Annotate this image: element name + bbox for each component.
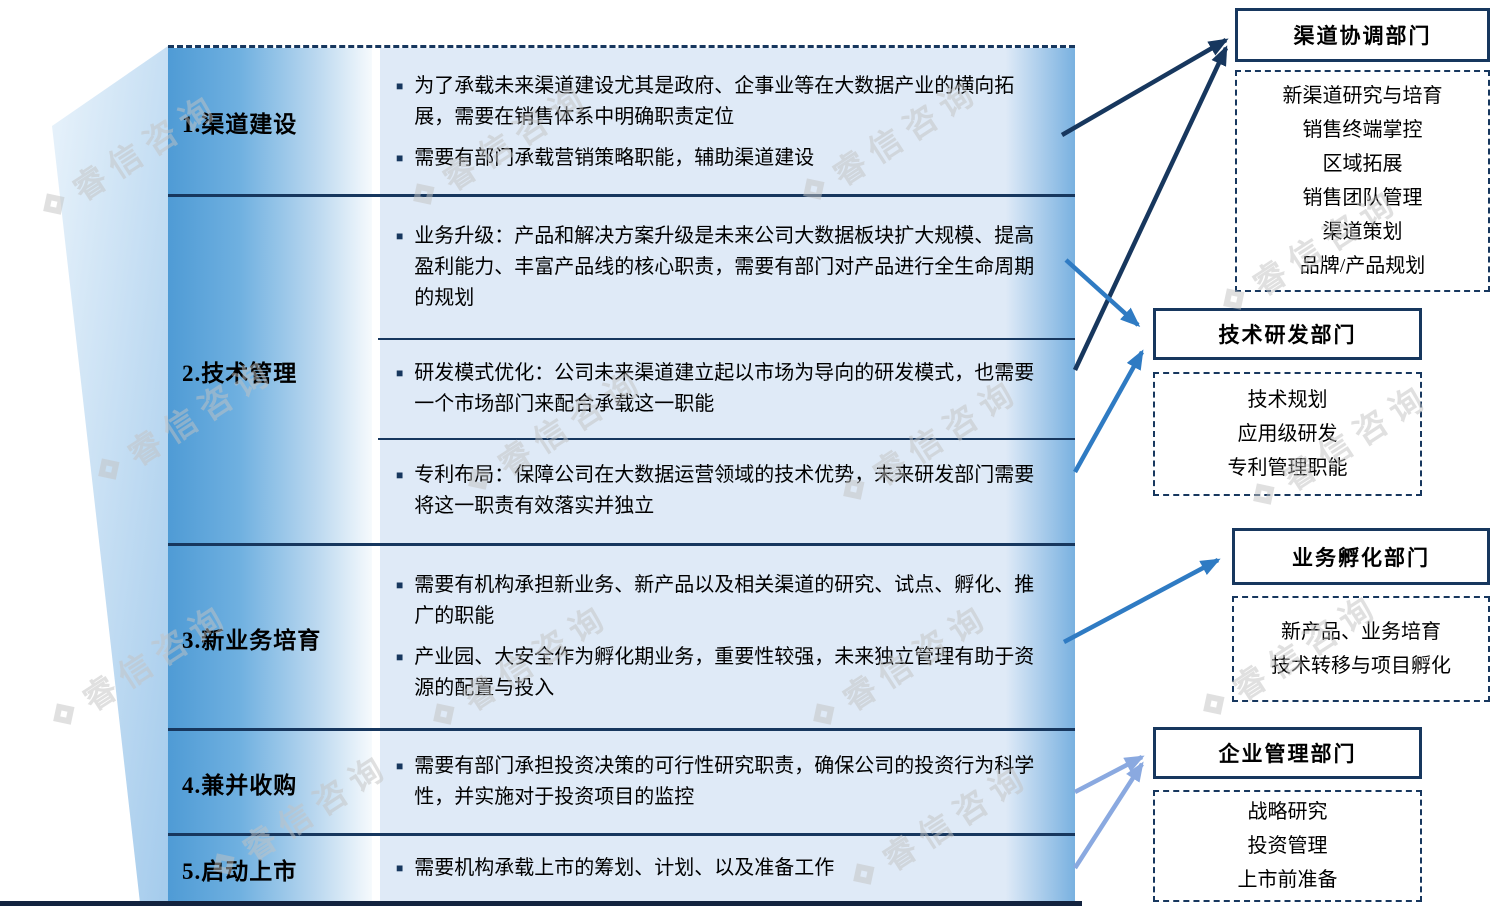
row-label-text: 1.渠道建设 xyxy=(182,112,298,137)
row-label-text: 5.启动上市 xyxy=(182,859,298,884)
bullet-item: ■ 业务升级：产品和解决方案升级是未来公司大数据板块扩大规模、提高盈利能力、丰富… xyxy=(396,221,1049,314)
dept-detail-business-incubation: 新产品、业务培育 技术转移与项目孵化 xyxy=(1232,596,1490,702)
dept-function: 新产品、业务培育 xyxy=(1281,621,1441,643)
bullet-item: ■ 产业园、大安全作为孵化期业务，重要性较强，未来独立管理有助于资源的配置与投入 xyxy=(396,642,1049,704)
dept-detail-enterprise-management: 战略研究 投资管理 上市前准备 xyxy=(1153,790,1422,902)
bullet-item: ■ 需要机构承载上市的筹划、计划、以及准备工作 xyxy=(396,853,1049,884)
dept-function: 品牌/产品规划 xyxy=(1299,255,1426,277)
dept-title-text: 渠道协调部门 xyxy=(1293,24,1432,48)
dept-title-channel-coordination: 渠道协调部门 xyxy=(1235,8,1490,62)
bullet-text: 专利布局：保障公司在大数据运营领域的技术优势，未来研发部门需要将这一职责有效落实… xyxy=(414,464,1035,517)
row-label-text: 2.技术管理 xyxy=(182,360,298,386)
row-label-channel-construction: 1.渠道建设 xyxy=(168,48,372,196)
dept-function: 区域拓展 xyxy=(1322,153,1403,175)
bullet-text: 产业园、大安全作为孵化期业务，重要性较强，未来独立管理有助于资源的配置与投入 xyxy=(414,645,1035,699)
dept-function: 销售团队管理 xyxy=(1302,187,1423,209)
bullet-square-icon: ■ xyxy=(396,150,404,165)
bullet-text: 需要机构承载上市的筹划、计划、以及准备工作 xyxy=(414,856,835,879)
dept-detail-tech-rd: 技术规划 应用级研发 专利管理职能 xyxy=(1153,372,1422,496)
bullet-text: 为了承载未来渠道建设尤其是政府、企事业等在大数据产业的横向拓展，需要在销售体系中… xyxy=(414,74,1015,128)
bullet-text: 需要有部门承载营销策略职能，辅助渠道建设 xyxy=(414,146,815,169)
dept-title-text: 业务孵化部门 xyxy=(1292,545,1430,570)
row-divider xyxy=(168,543,1075,546)
row-label-technology-management: 2.技术管理 xyxy=(168,196,372,545)
dept-function: 技术规划 xyxy=(1247,389,1328,411)
row-label-text: 4.兼并收购 xyxy=(182,772,298,798)
dept-title-business-incubation: 业务孵化部门 xyxy=(1232,528,1490,585)
content-cell-row4: ■ 需要有部门承担投资决策的可行性研究职责，确保公司的投资行为科学性，并实施对于… xyxy=(380,730,1075,833)
bullet-square-icon: ■ xyxy=(396,649,404,664)
table-top-border xyxy=(168,45,1075,48)
content-cell-row3: ■ 需要有机构承担新业务、新产品以及相关渠道的研究、试点、孵化、推广的职能 ■ … xyxy=(380,545,1075,728)
dept-detail-channel-coordination: 新渠道研究与培育 销售终端掌控 区域拓展 销售团队管理 渠道策划 品牌/产品规划 xyxy=(1235,70,1490,292)
dept-function: 销售终端掌控 xyxy=(1302,119,1423,141)
content-cell-rd-mode: ■ 研发模式优化：公司未来渠道建立起以市场为导向的研发模式，也需要一个市场部门来… xyxy=(380,339,1075,439)
row-divider xyxy=(168,728,1075,731)
bullet-text: 业务升级：产品和解决方案升级是未来公司大数据板块扩大规模、提高盈利能力、丰富产品… xyxy=(414,225,1035,309)
dept-title-tech-rd: 技术研发部门 xyxy=(1153,308,1422,360)
dept-title-enterprise-management: 企业管理部门 xyxy=(1153,727,1422,779)
bullet-item: ■ 需要有部门承担投资决策的可行性研究职责，确保公司的投资行为科学性，并实施对于… xyxy=(396,751,1049,813)
sub-divider xyxy=(378,438,1075,440)
bullet-text: 需要有机构承担新业务、新产品以及相关渠道的研究、试点、孵化、推广的职能 xyxy=(414,573,1035,627)
row-label-new-business: 3.新业务培育 xyxy=(168,545,372,730)
dept-function: 新渠道研究与培育 xyxy=(1282,85,1443,107)
dept-function: 渠道策划 xyxy=(1322,221,1403,243)
bullet-item: ■ 需要有机构承担新业务、新产品以及相关渠道的研究、试点、孵化、推广的职能 xyxy=(396,570,1049,632)
bullet-item: ■ 需要有部门承载营销策略职能，辅助渠道建设 xyxy=(396,143,1049,174)
content-cell-business-upgrade: ■ 业务升级：产品和解决方案升级是未来公司大数据板块扩大规模、提高盈利能力、丰富… xyxy=(380,196,1075,339)
dept-function: 应用级研发 xyxy=(1237,423,1338,445)
dept-title-text: 企业管理部门 xyxy=(1218,742,1357,766)
row-divider xyxy=(168,833,1075,836)
bullet-square-icon: ■ xyxy=(396,366,404,380)
content-cell-row1: ■ 为了承载未来渠道建设尤其是政府、企事业等在大数据产业的横向拓展，需要在销售体… xyxy=(380,48,1075,196)
bullet-text: 研发模式优化：公司未来渠道建立起以市场为导向的研发模式，也需要一个市场部门来配合… xyxy=(414,362,1035,415)
bullet-square-icon: ■ xyxy=(396,758,404,773)
dept-function: 投资管理 xyxy=(1247,835,1328,857)
dept-function: 技术转移与项目孵化 xyxy=(1271,655,1451,677)
content-cell-row5: ■ 需要机构承载上市的筹划、计划、以及准备工作 xyxy=(380,835,1075,901)
row-label-text: 3.新业务培育 xyxy=(182,627,322,653)
dept-function: 上市前准备 xyxy=(1237,869,1338,891)
dept-function: 专利管理职能 xyxy=(1227,457,1348,479)
bullet-square-icon: ■ xyxy=(396,229,404,243)
bullet-item: ■ 为了承载未来渠道建设尤其是政府、企事业等在大数据产业的横向拓展，需要在销售体… xyxy=(396,71,1049,133)
bullet-item: ■ 专利布局：保障公司在大数据运营领域的技术优势，未来研发部门需要将这一职责有效… xyxy=(396,460,1049,522)
dept-title-text: 技术研发部门 xyxy=(1218,323,1357,347)
row-divider xyxy=(168,194,1075,197)
bullet-square-icon: ■ xyxy=(396,577,404,592)
sub-divider xyxy=(378,338,1075,340)
bullet-square-icon: ■ xyxy=(396,468,404,482)
row-label-ipo: 5.启动上市 xyxy=(168,835,372,903)
bullet-square-icon: ■ xyxy=(396,860,404,875)
bullet-text: 需要有部门承担投资决策的可行性研究职责，确保公司的投资行为科学性，并实施对于投资… xyxy=(414,754,1035,808)
row-label-ma: 4.兼并收购 xyxy=(168,730,372,835)
content-cell-patent: ■ 专利布局：保障公司在大数据运营领域的技术优势，未来研发部门需要将这一职责有效… xyxy=(380,439,1075,543)
dept-function: 战略研究 xyxy=(1247,801,1328,823)
bullet-square-icon: ■ xyxy=(396,78,404,93)
bottom-border xyxy=(0,901,1082,906)
bullet-item: ■ 研发模式优化：公司未来渠道建立起以市场为导向的研发模式，也需要一个市场部门来… xyxy=(396,358,1049,420)
